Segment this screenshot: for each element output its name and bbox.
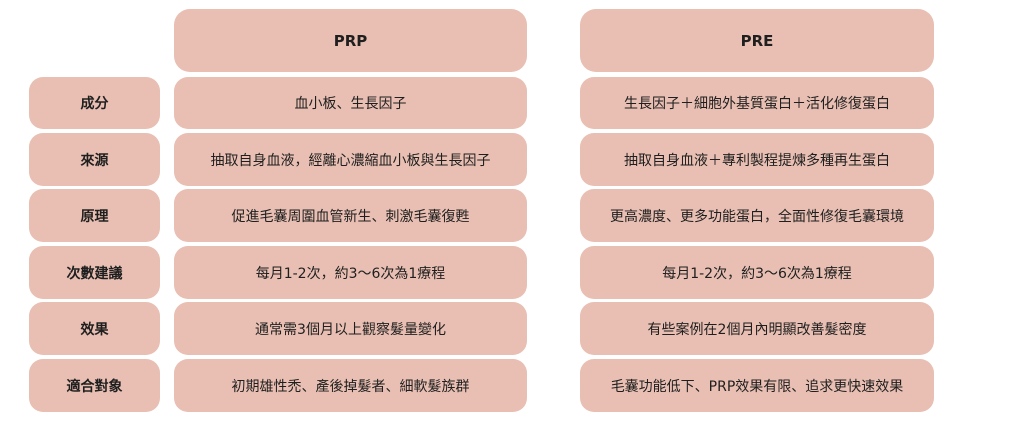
pre-cell-target: 毛囊功能低下、PRP效果有限、追求更快速效果 (580, 359, 934, 412)
pre-cell-ingredients: 生長因子＋細胞外基質蛋白＋活化修復蛋白 (580, 77, 934, 129)
prp-cell-source: 抽取自身血液，經離心濃縮血小板與生長因子 (174, 133, 527, 186)
row-label-target: 適合對象 (29, 359, 160, 412)
pre-cell-frequency: 每月1-2次，約3～6次為1療程 (580, 246, 934, 299)
row-label-frequency: 次數建議 (29, 246, 160, 299)
pre-cell-principle: 更高濃度、更多功能蛋白，全面性修復毛囊環境 (580, 189, 934, 242)
row-label-principle: 原理 (29, 189, 160, 242)
prp-cell-frequency: 每月1-2次，約3～6次為1療程 (174, 246, 527, 299)
prp-cell-ingredients: 血小板、生長因子 (174, 77, 527, 129)
row-label-effect: 效果 (29, 302, 160, 355)
row-label-source: 來源 (29, 133, 160, 186)
prp-cell-effect: 通常需3個月以上觀察髮量變化 (174, 302, 527, 355)
column-header-prp: PRP (174, 9, 527, 72)
pre-cell-effect: 有些案例在2個月內明顯改善髮密度 (580, 302, 934, 355)
prp-cell-principle: 促進毛囊周圍血管新生、刺激毛囊復甦 (174, 189, 527, 242)
pre-cell-source: 抽取自身血液＋專利製程提煉多種再生蛋白 (580, 133, 934, 186)
column-header-pre: PRE (580, 9, 934, 72)
row-label-ingredients: 成分 (29, 77, 160, 129)
prp-cell-target: 初期雄性禿、產後掉髮者、細軟髮族群 (174, 359, 527, 412)
